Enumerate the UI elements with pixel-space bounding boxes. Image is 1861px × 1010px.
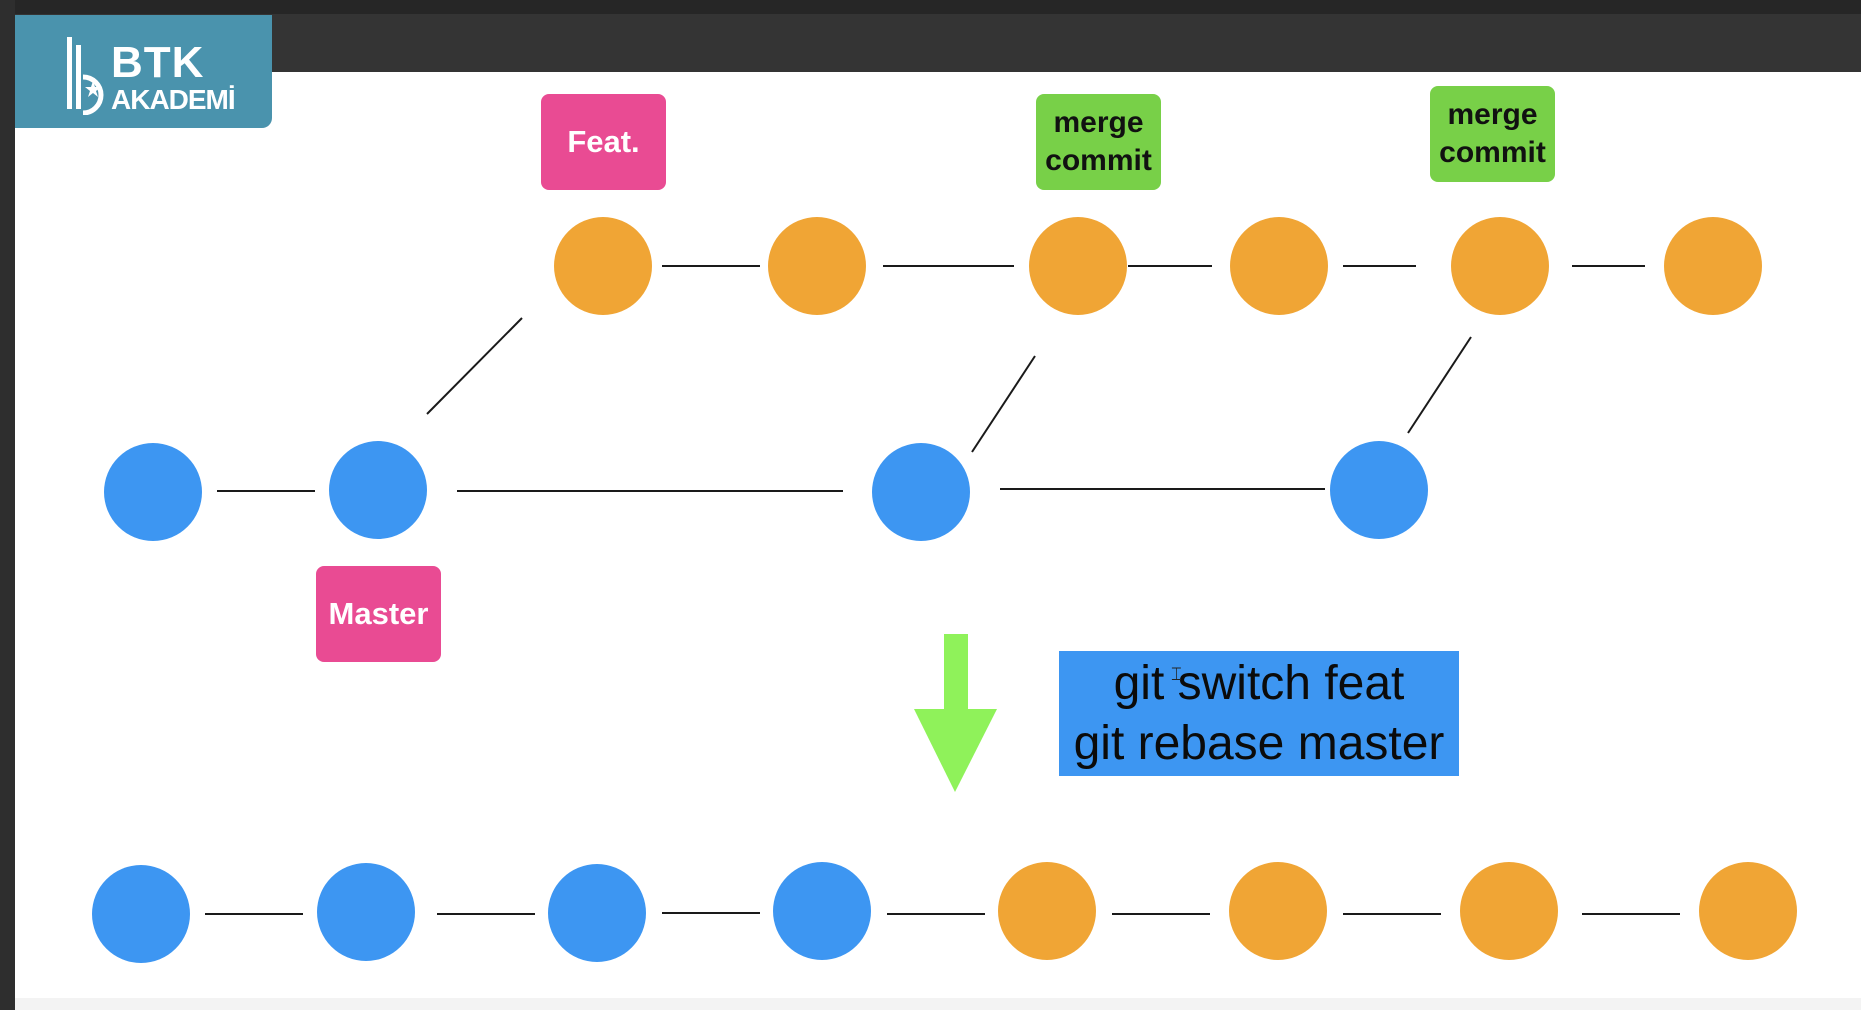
rebased-commit-4: [773, 862, 871, 960]
feat-commit-6: [1664, 217, 1762, 315]
merge-commit-label-1: merge commit: [1036, 94, 1161, 190]
master-commit-1: [104, 443, 202, 541]
down-arrow-shaft: [944, 634, 968, 712]
window-left-edge: [0, 0, 15, 1010]
feat-commit-4: [1230, 217, 1328, 315]
logo-subtitle: AKADEMİ: [111, 84, 236, 115]
edge-merge-2: [1407, 336, 1472, 434]
edge-branch-out: [426, 317, 523, 415]
command-line-1: git switch feat: [1113, 656, 1405, 710]
logo-title: BTK: [111, 38, 205, 87]
edge-merge-1: [971, 355, 1036, 453]
master-commits: [104, 441, 1428, 541]
rebased-commit-6: [1229, 862, 1327, 960]
down-arrow-head: [914, 709, 997, 792]
master-commit-3: [872, 443, 970, 541]
feat-commit-2: [768, 217, 866, 315]
feat-commit-3: [1029, 217, 1127, 315]
btk-akademi-logo: BTK AKADEMİ: [15, 15, 272, 128]
rebased-commit-7: [1460, 862, 1558, 960]
command-line-2: git rebase master: [1073, 716, 1445, 770]
rebased-commits: [92, 862, 1797, 963]
merge-commit-label-1-line2: commit: [1045, 144, 1152, 177]
slide-canvas: [15, 72, 1861, 1010]
feat-commits: [554, 217, 1762, 315]
merge-commit-label-2-line2: commit: [1439, 136, 1546, 169]
master-commit-4: [1330, 441, 1428, 539]
master-commit-2: [329, 441, 427, 539]
master-branch-label: Master: [316, 566, 441, 662]
feat-commit-1: [554, 217, 652, 315]
feat-commit-5: [1451, 217, 1549, 315]
merge-commit-label-2-line1: merge: [1447, 98, 1538, 131]
window-top-bar: [0, 0, 1861, 72]
window-bottom-edge: [15, 998, 1861, 1010]
text-cursor-icon: ⌶: [1171, 664, 1182, 684]
connector-lines: [205, 265, 1680, 915]
rebased-commit-1: [92, 865, 190, 963]
rebased-commit-3: [548, 864, 646, 962]
merge-commit-label-2: merge commit: [1430, 86, 1555, 182]
window-top-strip: [0, 0, 1861, 14]
rebased-commit-5: [998, 862, 1096, 960]
btk-logo-mark-icon: [67, 37, 104, 115]
feat-branch-label: Feat.: [541, 94, 666, 190]
git-command-box: git switch feat git rebase master: [1059, 651, 1459, 776]
rebased-commit-2: [317, 863, 415, 961]
rebased-commit-8: [1699, 862, 1797, 960]
down-arrow-icon: [914, 634, 997, 792]
merge-commit-label-1-line1: merge: [1053, 106, 1144, 139]
